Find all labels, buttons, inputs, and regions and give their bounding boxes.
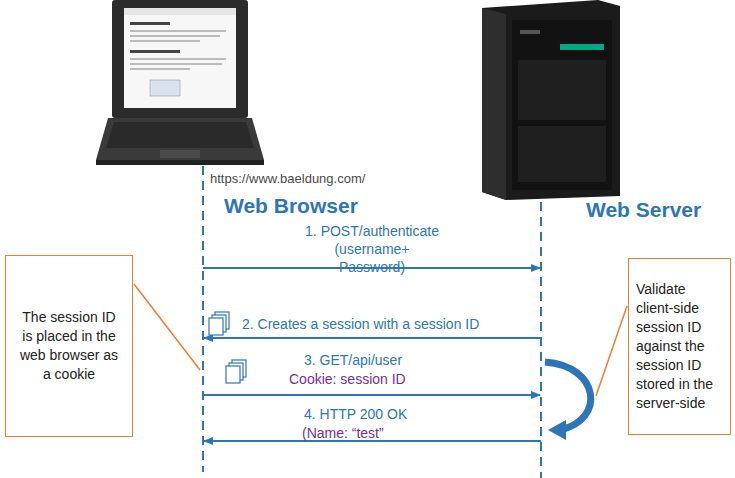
message-label: 1. POST/authenticate (username+ Password… bbox=[252, 222, 492, 276]
message-label: 4. HTTP 200 OK bbox=[304, 405, 407, 423]
participant-heading: Web Server bbox=[586, 196, 701, 223]
message-label: (Name: “test” bbox=[302, 424, 384, 442]
document-icon bbox=[226, 360, 246, 383]
leader-line bbox=[134, 284, 200, 370]
message-label: 3. GET/api/user bbox=[304, 351, 402, 369]
callout-box: The session ID is placed in the web brow… bbox=[5, 255, 133, 437]
document-icon bbox=[209, 312, 229, 335]
callout-box: Validate client-side session ID against … bbox=[628, 258, 731, 435]
browser-lifeline bbox=[202, 166, 204, 472]
laptop-illustration bbox=[96, 0, 264, 165]
url-text: https://www.baeldung.com/ bbox=[210, 170, 365, 187]
message-label: Cookie: session ID bbox=[289, 370, 406, 388]
leader-line bbox=[596, 306, 627, 396]
message-arrow bbox=[204, 337, 541, 339]
message-label: 2. Creates a session with a session ID bbox=[242, 315, 479, 333]
curved-arrowhead bbox=[548, 420, 566, 440]
participant-heading: Web Browser bbox=[224, 192, 358, 219]
server-lifeline bbox=[540, 202, 542, 478]
message-arrow bbox=[203, 394, 540, 396]
server-illustration bbox=[482, 0, 620, 200]
callout-text: The session ID is placed in the web brow… bbox=[16, 308, 122, 384]
curved-arrow bbox=[545, 362, 591, 430]
callout-text: Validate client-side session ID against … bbox=[636, 280, 723, 413]
